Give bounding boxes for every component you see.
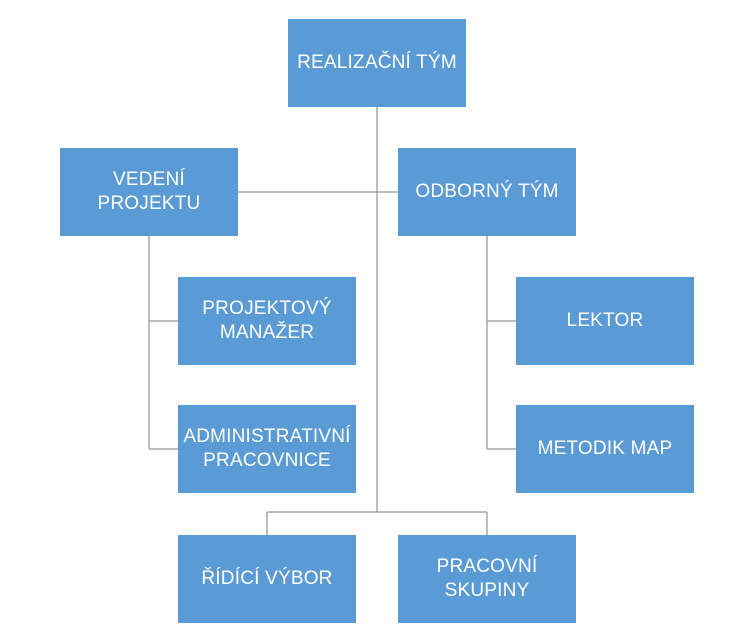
node-metodik-map: METODIK MAP — [516, 405, 694, 493]
node-administrativni-pracovnice: ADMINISTRATIVNÍ PRACOVNICE — [178, 405, 356, 493]
node-ridici-vybor: ŘÍDÍCÍ VÝBOR — [178, 535, 356, 623]
node-lektor: LEKTOR — [516, 277, 694, 365]
node-vedeni-projektu: VEDENÍ PROJEKTU — [60, 148, 238, 236]
node-realizacni-tym: REALIZAČNÍ TÝM — [288, 19, 466, 107]
node-pracovni-skupiny: PRACOVNÍ SKUPINY — [398, 535, 576, 623]
node-odborny-tym: ODBORNÝ TÝM — [398, 148, 576, 236]
node-projektovy-manazer: PROJEKTOVÝ MANAŽER — [178, 277, 356, 365]
